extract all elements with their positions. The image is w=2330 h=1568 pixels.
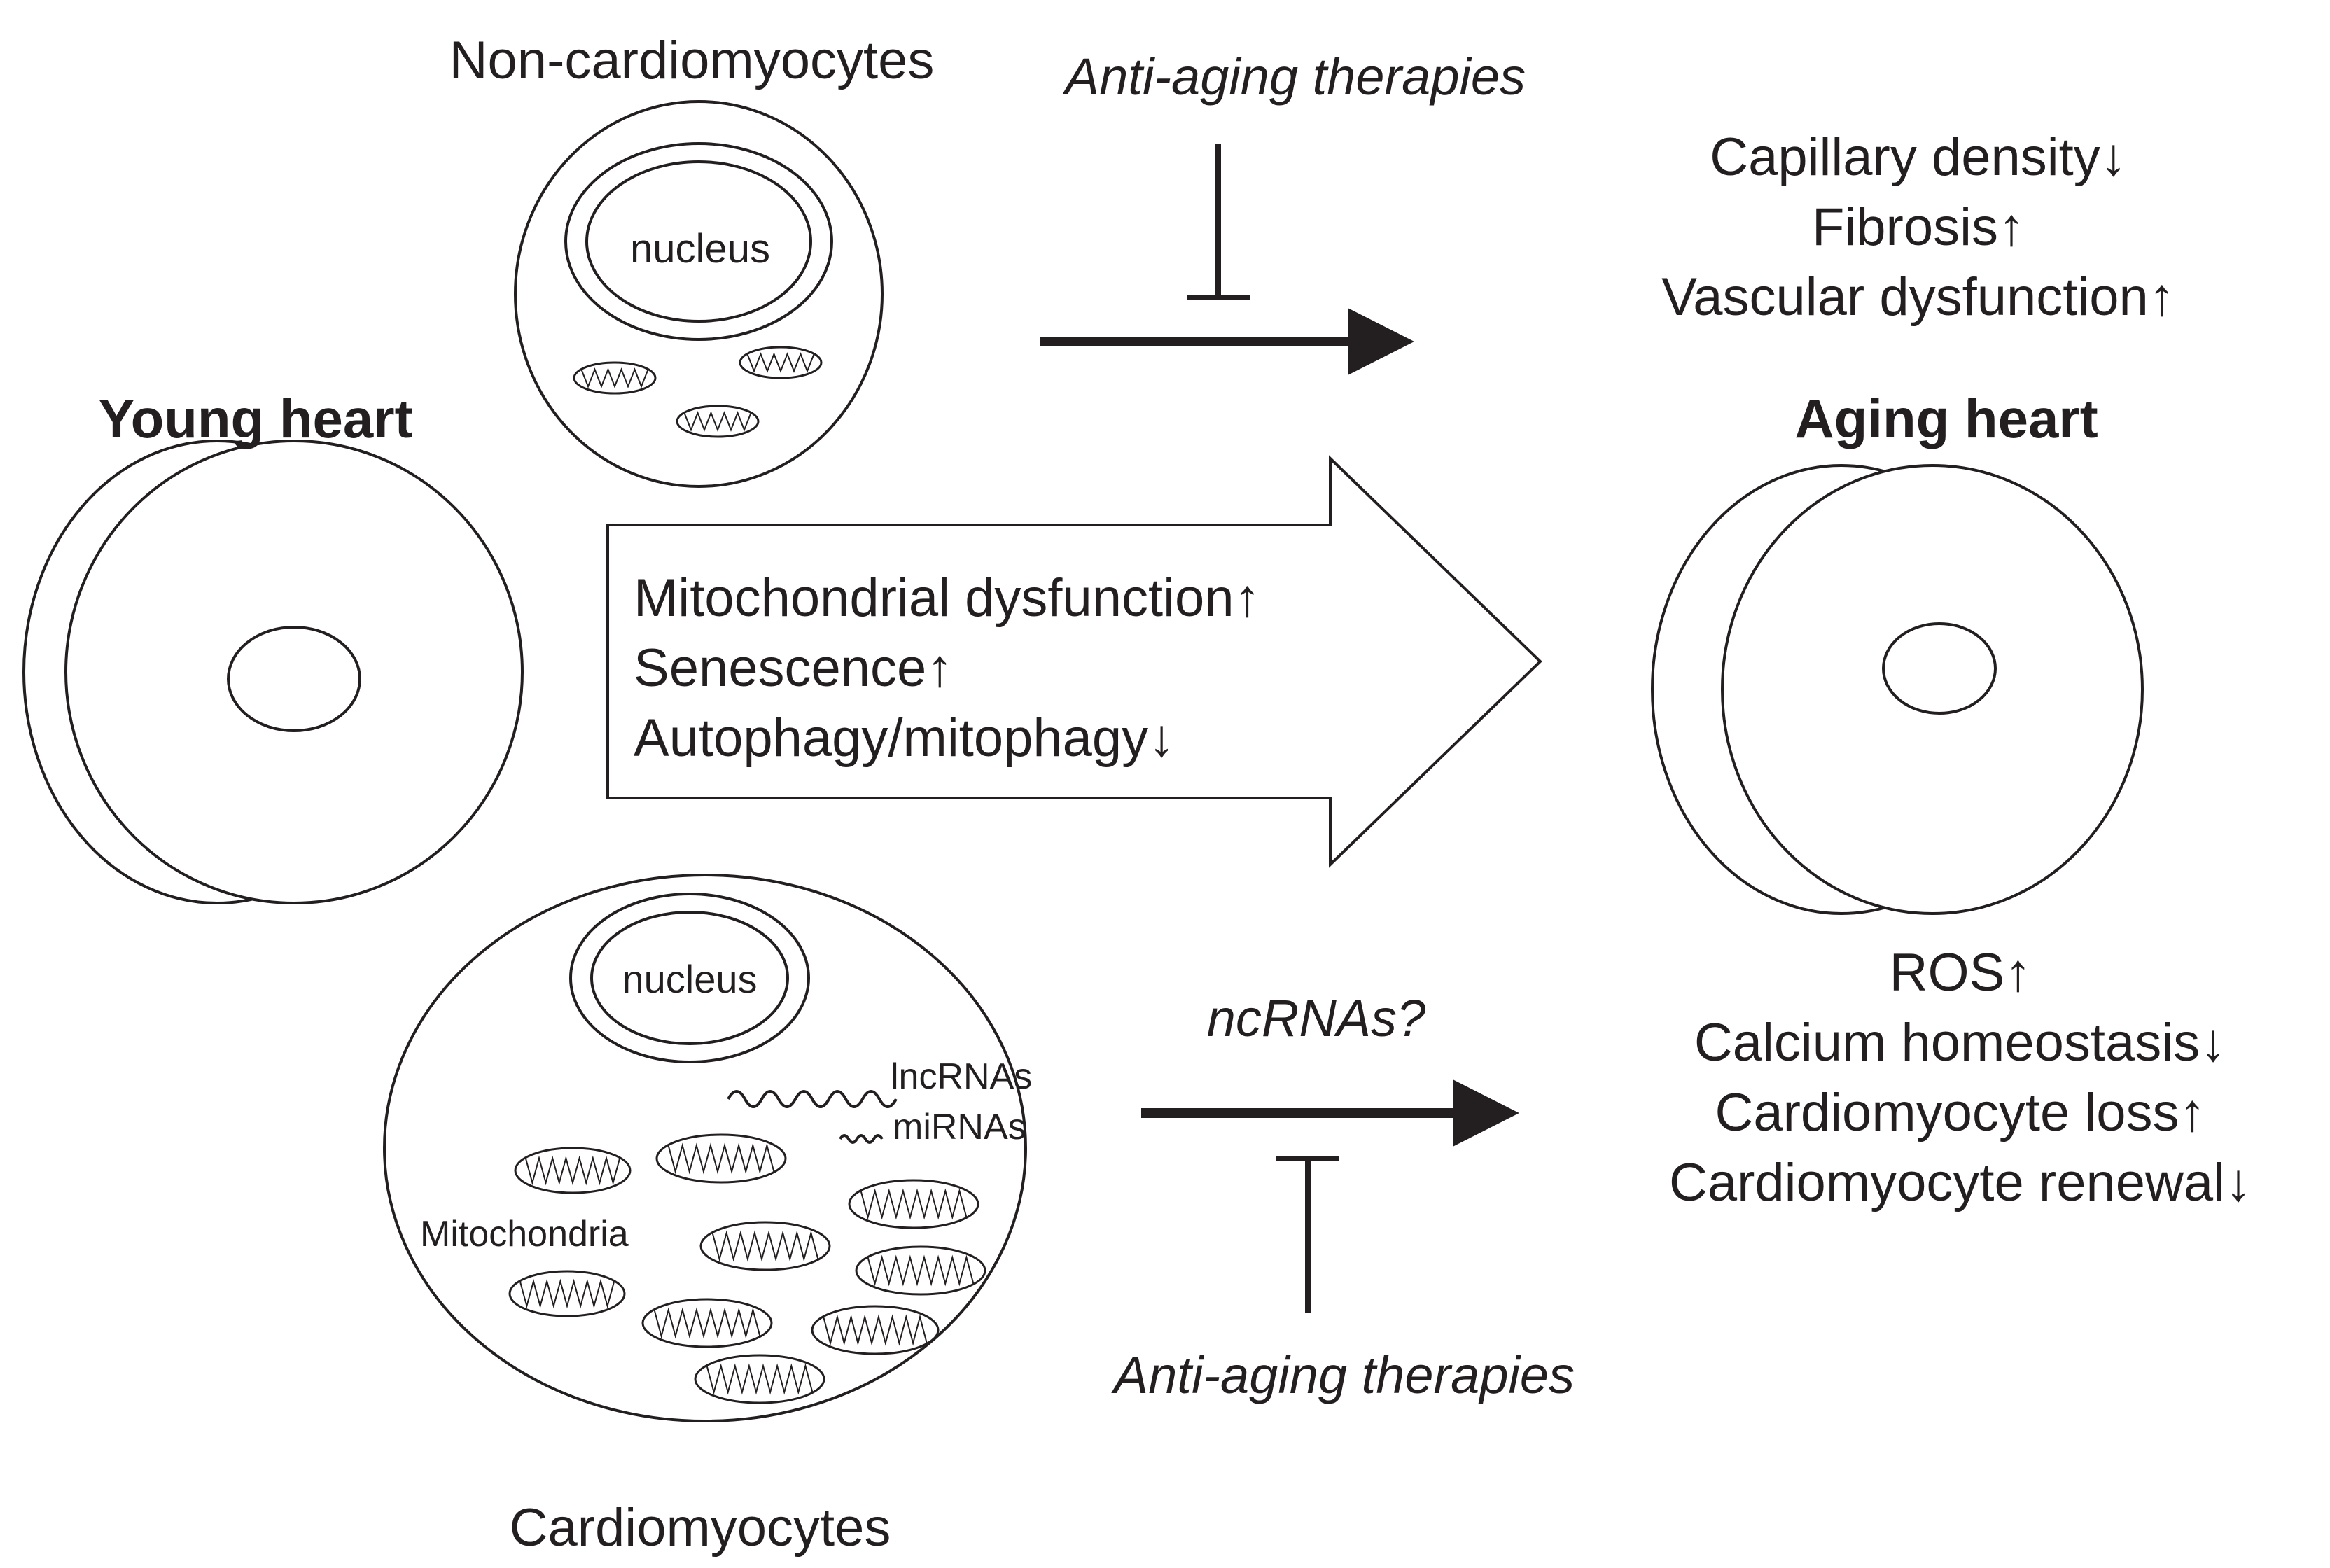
arrow-head: [1348, 308, 1414, 375]
young-heart-lumen: [227, 626, 361, 732]
aging-heart-front-ring: [1721, 464, 2144, 915]
center-effect-2: Autophagy/mitophagy↓: [634, 708, 1175, 768]
anti-aging-therapies-top: Anti-aging therapies: [1062, 48, 1526, 106]
mitochondrion: [508, 1270, 626, 1317]
nucleus-inner-envelope: [590, 911, 789, 1045]
young-heart: [22, 440, 524, 904]
arrow-head: [1453, 1079, 1519, 1147]
nucleus-inner-envelope: [585, 160, 812, 323]
mitochondria-label: Mitochondria: [420, 1214, 629, 1254]
top-effect-0: Capillary density↓: [1710, 127, 2127, 187]
mitochondrion: [694, 1354, 825, 1404]
mirna-squiggle: [839, 1134, 884, 1144]
non-cardiomyocytes-title: Non-cardiomyocytes: [449, 31, 935, 90]
center-effect-1: Senescence↑: [634, 638, 953, 698]
inhibition-symbol-top: [1187, 144, 1250, 300]
ncrnas-label: ncRNAs?: [1207, 989, 1426, 1047]
mitochondrion: [655, 1133, 787, 1184]
mitochondria-group: [573, 346, 823, 438]
bottom-effect-1: Calcium homeostasis↓: [1694, 1013, 2226, 1072]
nucleus-label: nucleus: [622, 957, 757, 1001]
mitochondrion: [848, 1179, 979, 1229]
top-effect-2: Vascular dysfunction↑: [1661, 267, 2175, 327]
mitochondrion: [573, 361, 657, 395]
mitochondrion: [641, 1298, 773, 1348]
nucleus-outer-envelope: [569, 892, 810, 1063]
anti-aging-therapies-bottom: Anti-aging therapies: [1111, 1346, 1575, 1404]
inhibition-symbol-bottom: [1276, 1156, 1339, 1312]
bottom-pathway-arrow: [1141, 1079, 1519, 1147]
cell-membrane: [383, 874, 1027, 1422]
young-heart-title: Young heart: [98, 388, 412, 449]
aging-heart-lumen: [1882, 622, 1997, 715]
block-arrow-outline: [606, 455, 1542, 868]
aging-heart-title: Aging heart: [1794, 388, 2098, 449]
mitochondrion: [676, 405, 760, 438]
mitochondrion: [514, 1147, 632, 1194]
top-effect-1: Fibrosis↑: [1812, 197, 2025, 257]
nucleus-outer-envelope: [564, 142, 833, 341]
center-effect-0: Mitochondrial dysfunction↑: [634, 568, 1261, 628]
top-pathway-arrow: [1040, 308, 1414, 375]
mitochondrion: [811, 1305, 940, 1355]
non-cardiomyocyte-cell: nucleus: [514, 100, 884, 488]
aging-process-arrow: [606, 455, 1542, 868]
mitochondrion: [739, 346, 823, 379]
young-heart-front-ring: [64, 440, 524, 904]
mitochondrion: [699, 1221, 831, 1271]
aging-heart: [1651, 464, 2144, 915]
cardiomyocytes-title: Cardiomyocytes: [510, 1498, 891, 1558]
mitochondria-group: [508, 1133, 986, 1404]
bottom-effect-2: Cardiomyocyte loss↑: [1715, 1083, 2205, 1142]
lncrnas-label: lncRNAs: [891, 1056, 1032, 1097]
cell-membrane: [514, 100, 884, 488]
nucleus-label: nucleus: [630, 226, 770, 272]
cardiomyocyte-cell: nucleus lncRNAs miRNAs Mitochondria: [383, 874, 1032, 1422]
mitochondrion: [855, 1245, 986, 1296]
bottom-effect-3: Cardiomyocyte renewal↓: [1669, 1153, 2252, 1212]
mirnas-label: miRNAs: [893, 1107, 1026, 1147]
lncrna-squiggle: [727, 1090, 898, 1108]
bottom-effect-0: ROS↑: [1890, 943, 2032, 1002]
